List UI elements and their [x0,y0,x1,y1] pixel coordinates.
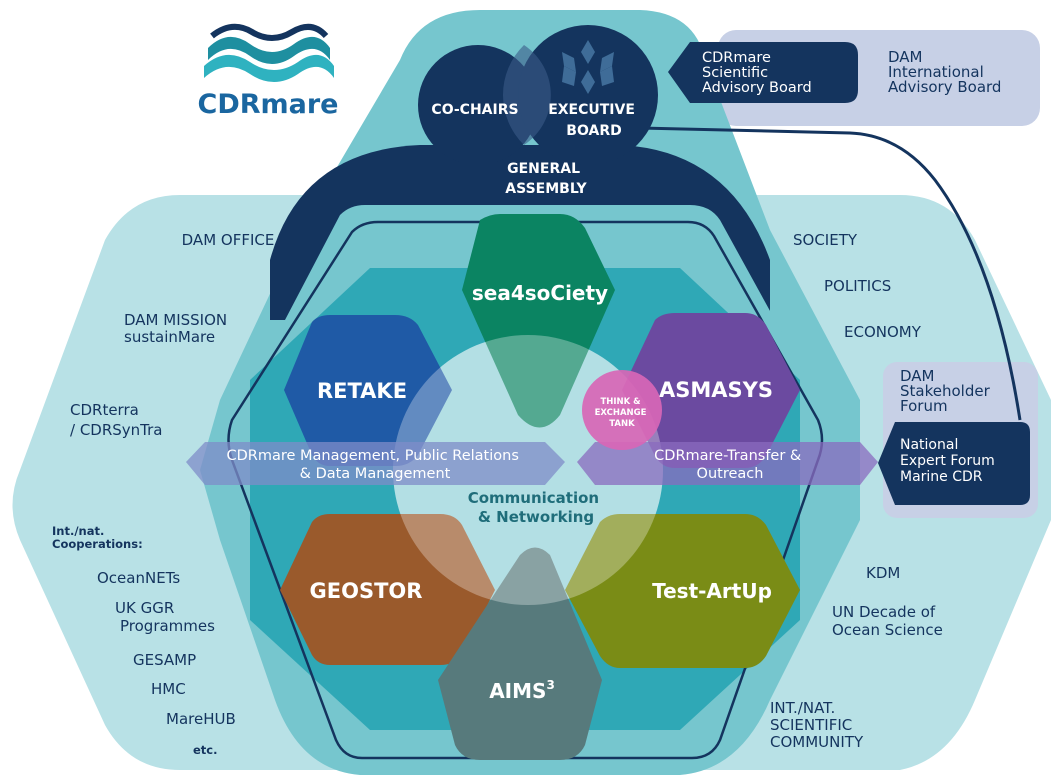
cooperations-title: Int./nat. Cooperations: [52,524,143,551]
sun-icon [562,40,614,94]
svg-text:CDRmare Scientific: CDRmare Scientific Advisory Board [702,50,812,96]
executive-board-circle[interactable] [518,25,658,165]
project-retake[interactable]: RETAKE [284,315,452,466]
cdrmare-logo: CDRmare [198,23,339,120]
dam-advisory-board-label: DAM International Advisory Board [888,48,1001,96]
gesamp-label: GESAMP [133,651,196,669]
test-artup-label: Test-ArtUp [652,579,772,603]
project-geostor[interactable]: GEOSTOR [280,514,495,665]
scientific-community-label: INT./NAT. SCIENTIFIC COMMUNITY [770,699,864,751]
project-aims[interactable]: AIMS3 [438,547,602,761]
retake-label: RETAKE [317,379,407,403]
co-chairs-label: CO-CHAIRS [431,102,518,118]
uk-ggr-label: UK GGR Programmes [115,599,215,635]
svg-text:THINK & EXCHANGE T: THINK & EXCHANGE TANK [595,397,650,429]
marehub-label: MareHUB [166,710,236,728]
think-tank[interactable]: THINK & EXCHANGE TANK [582,370,662,450]
svg-text:National Expert Forum: National Expert Forum Marine CDR [900,437,999,485]
national-expert-forum[interactable]: National Expert Forum Marine CDR [878,422,1030,505]
wave-icon [204,23,334,82]
project-asmasys[interactable]: ASMASYS [622,313,800,468]
un-decade-label: UN Decade of Ocean Science [832,603,943,639]
sea4society-label: sea4soCiety [472,281,608,305]
communication-label: Communication & Networking [468,489,605,526]
cdrterra-label: CDRterra / CDRSynTra [70,401,163,439]
oceannets-label: OceanNETs [97,569,180,587]
economy-label: ECONOMY [844,323,922,341]
transfer-label: CDRmare-Transfer & Outreach [654,448,806,482]
asmasys-label: ASMASYS [659,378,773,402]
kdm-label: KDM [866,564,900,582]
hmc-label: HMC [151,680,186,698]
cdrmare-advisory-board[interactable]: CDRmare Scientific Advisory Board [668,42,858,103]
dam-mission-label: DAM MISSION sustainMare [124,311,232,346]
executive-board-label: EXECUTIVE BOARD [548,102,640,139]
etc-label: etc. [193,743,217,757]
management-band[interactable] [186,442,565,485]
general-assembly-label: GENERAL ASSEMBLY [505,161,587,197]
project-sea4society[interactable]: sea4soCiety [462,214,615,428]
politics-label: POLITICS [824,277,891,295]
circle-overlap [502,45,551,145]
logo-text: CDRmare [198,89,339,120]
management-label: CDRmare Management, Public Relations & D… [226,448,523,482]
society-label: SOCIETY [793,231,858,249]
transfer-band[interactable] [577,442,878,485]
stakeholder-forum-label: DAM Stakeholder Forum [900,367,995,415]
project-test-artup[interactable]: Test-ArtUp [565,514,800,668]
aims-label: AIMS3 [489,678,555,703]
connector-line [639,126,1022,421]
dam-office-label: DAM OFFICE [182,231,275,249]
geostor-label: GEOSTOR [310,579,423,603]
